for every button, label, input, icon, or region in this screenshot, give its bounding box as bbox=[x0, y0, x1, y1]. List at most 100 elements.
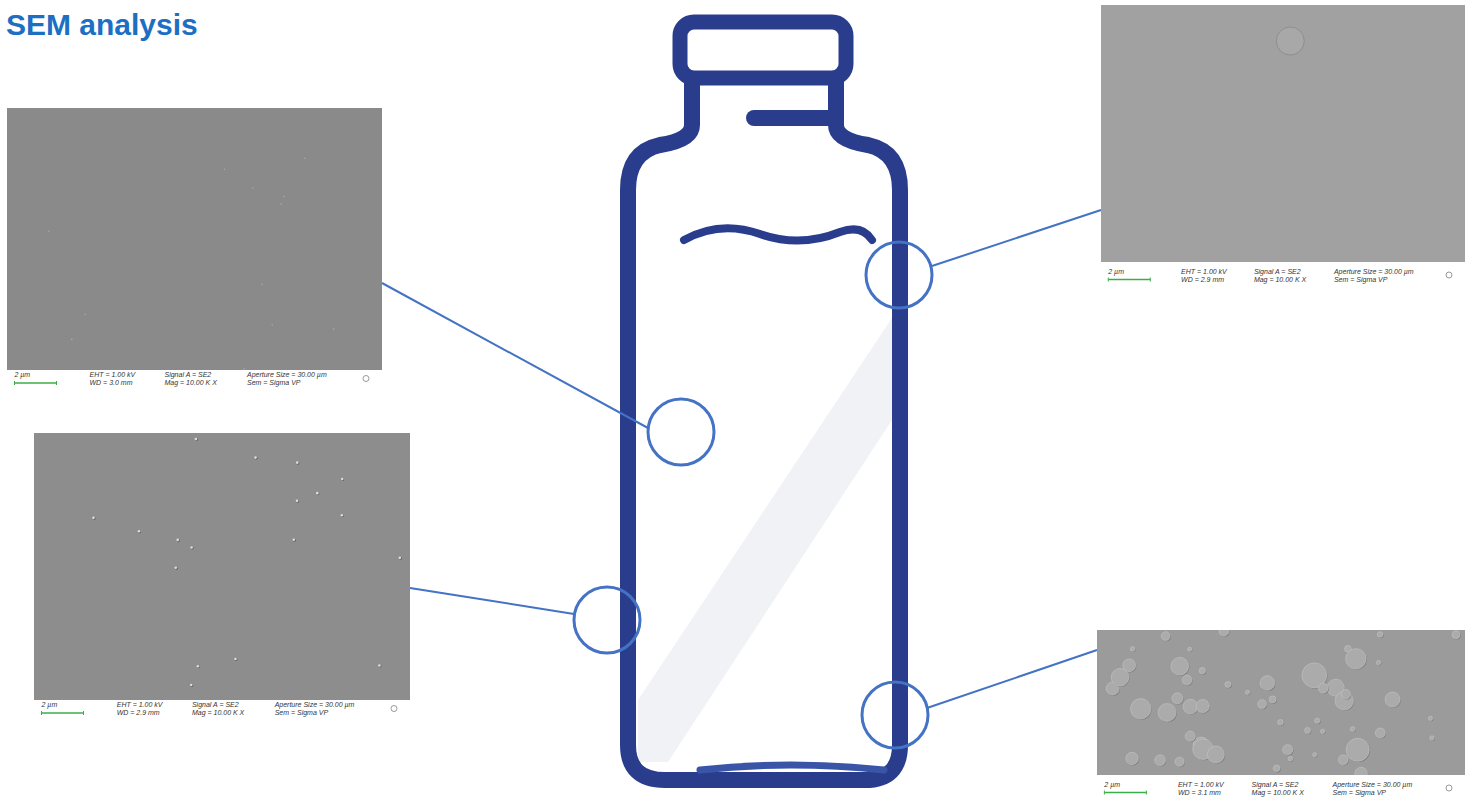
sem-parameter: Mag = 10.00 K X bbox=[192, 709, 244, 717]
sem-micrograph bbox=[34, 433, 410, 700]
particle-shadow bbox=[197, 665, 200, 668]
bubble-shadow bbox=[1131, 648, 1135, 652]
liquid-meniscus bbox=[684, 228, 872, 240]
particle bbox=[174, 566, 177, 569]
surface-speck bbox=[243, 368, 245, 370]
scale-tick bbox=[1150, 278, 1151, 282]
sem-parameter: Aperture Size = 30.00 µm bbox=[1333, 781, 1413, 789]
surface-speck bbox=[71, 339, 73, 341]
scale-tick bbox=[1104, 791, 1105, 795]
particle bbox=[92, 517, 95, 520]
bubble-shadow bbox=[1200, 668, 1206, 674]
particle bbox=[138, 530, 141, 533]
sem-parameter: Sem = Sigma VP bbox=[1333, 789, 1387, 797]
particle-shadow bbox=[317, 492, 320, 495]
sem-parameter: WD = 2.9 mm bbox=[117, 709, 160, 717]
particle bbox=[190, 546, 193, 549]
particle-shadow bbox=[341, 514, 344, 517]
info-bar bbox=[1101, 262, 1465, 288]
bubble-shadow bbox=[1259, 701, 1268, 710]
bubble bbox=[1278, 720, 1284, 726]
sample-circle bbox=[574, 587, 640, 653]
bubble-shadow bbox=[1342, 690, 1351, 699]
bubble-shadow bbox=[1339, 756, 1349, 766]
sample-circle bbox=[866, 242, 932, 308]
sem-parameter: EHT = 1.00 kV bbox=[117, 701, 163, 709]
bubble bbox=[1318, 683, 1328, 693]
bubble-shadow bbox=[1346, 649, 1366, 669]
sem-parameter: Aperture Size = 30.00 µm bbox=[247, 371, 327, 379]
bubble-shadow bbox=[1351, 727, 1356, 732]
surface-speck bbox=[261, 284, 263, 286]
sem-parameter: Aperture Size = 30.00 µm bbox=[1334, 268, 1414, 276]
particle-shadow bbox=[341, 478, 344, 481]
sem-parameter: Mag = 10.00 K X bbox=[1252, 789, 1304, 797]
sem-parameter: Signal A = SE2 bbox=[165, 371, 212, 379]
bubble-shadow bbox=[1159, 704, 1177, 722]
sem-parameter: EHT = 1.00 kV bbox=[90, 371, 136, 379]
particle bbox=[254, 456, 257, 459]
particle-shadow bbox=[177, 539, 180, 542]
lab-logo bbox=[363, 376, 369, 382]
bubble bbox=[1430, 736, 1434, 740]
bubble bbox=[1375, 728, 1385, 738]
bubble-shadow bbox=[1377, 661, 1381, 665]
vial-outline bbox=[628, 76, 900, 780]
scale-tick bbox=[14, 381, 15, 385]
particle bbox=[399, 557, 402, 560]
particle bbox=[292, 538, 295, 541]
bubble-shadow bbox=[1188, 648, 1192, 652]
particle bbox=[176, 539, 179, 542]
bubble bbox=[1452, 631, 1460, 639]
bubble bbox=[1182, 675, 1192, 685]
particle bbox=[341, 478, 344, 481]
particle-shadow bbox=[235, 658, 238, 661]
sem-image-panel: 2 µmEHT = 1.00 kVWD = 3.0 mmSignal A = S… bbox=[7, 108, 382, 387]
sem-parameter: 2 µm bbox=[1108, 268, 1124, 276]
bubble bbox=[1111, 668, 1129, 686]
lab-logo bbox=[1446, 785, 1452, 791]
bubble-shadow bbox=[1274, 766, 1281, 773]
particle bbox=[316, 492, 319, 495]
sem-parameter: Signal A = SE2 bbox=[1254, 268, 1301, 276]
bubble-shadow bbox=[1319, 684, 1329, 694]
sem-parameter: WD = 3.1 mm bbox=[1178, 789, 1221, 797]
surface-speck bbox=[271, 324, 273, 326]
surface-speck bbox=[252, 187, 254, 189]
bubble-shadow bbox=[1176, 758, 1185, 767]
sem-parameter: WD = 2.9 mm bbox=[1181, 276, 1224, 284]
bubble-shadow bbox=[1261, 677, 1276, 692]
bubble-shadow bbox=[1315, 719, 1320, 724]
bubble bbox=[1155, 755, 1166, 766]
bubble-shadow bbox=[1246, 691, 1250, 695]
vial-fill bbox=[628, 76, 900, 780]
scale-tick bbox=[83, 711, 84, 715]
info-bar bbox=[34, 700, 410, 717]
slide-title: SEM analysis bbox=[6, 8, 198, 41]
bubble bbox=[1305, 728, 1311, 734]
bubble bbox=[1273, 765, 1280, 772]
particle bbox=[341, 514, 344, 517]
particle bbox=[378, 664, 381, 667]
particle-shadow bbox=[379, 665, 382, 668]
sem-parameter: Sem = Sigma VP bbox=[247, 379, 301, 387]
sample-circle bbox=[862, 682, 928, 748]
sem-image-panel: 2 µmEHT = 1.00 kVWD = 3.1 mmSignal A = S… bbox=[1097, 630, 1465, 801]
sem-parameter: 2 µm bbox=[1104, 781, 1120, 789]
micrograph-art bbox=[1101, 5, 1465, 288]
info-bar bbox=[7, 370, 382, 387]
bubble bbox=[1376, 661, 1380, 665]
bubble-shadow bbox=[1183, 676, 1193, 686]
lab-logo bbox=[391, 706, 397, 712]
bubble bbox=[1283, 745, 1293, 755]
scale-bar bbox=[1104, 792, 1146, 794]
bubble bbox=[1126, 752, 1138, 764]
bubble bbox=[1258, 700, 1267, 709]
bubble bbox=[1346, 738, 1369, 761]
bubble-shadow bbox=[1347, 739, 1370, 762]
bubble bbox=[1341, 690, 1350, 699]
bubble bbox=[1185, 731, 1195, 741]
micrograph-art bbox=[1097, 630, 1465, 801]
sem-parameter: Sem = Sigma VP bbox=[1334, 276, 1388, 284]
bubble-shadow bbox=[1431, 737, 1435, 741]
